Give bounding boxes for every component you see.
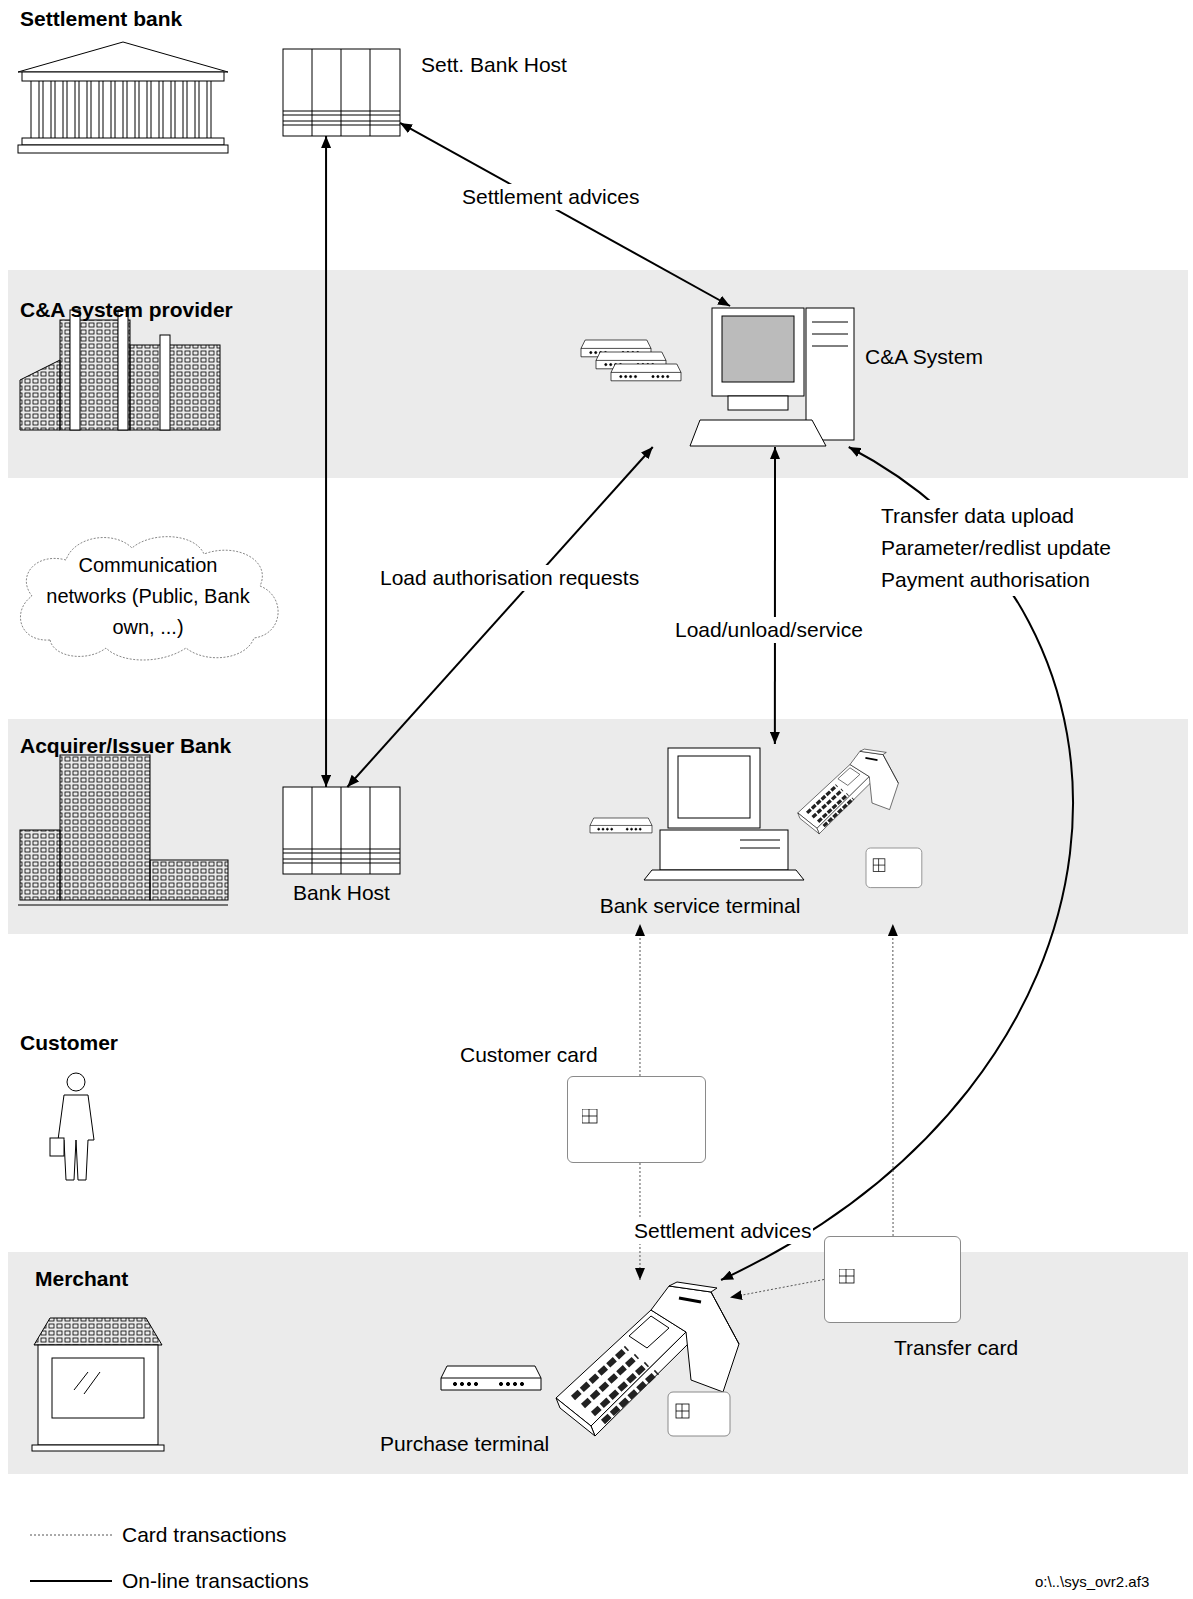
- legend-sample: [30, 1580, 112, 1582]
- legend-text: On-line transactions: [122, 1568, 309, 1594]
- band: MerchantPurchase terminal Transfer card: [8, 1252, 1188, 1474]
- group-heading: Acquirer/Issuer Bank: [20, 733, 231, 759]
- band: [8, 719, 1188, 934]
- host-computer: [283, 787, 400, 874]
- group-heading: C&A system provider: [20, 297, 233, 323]
- edge-label: Load authorisation requests: [378, 565, 641, 591]
- shop: [32, 1318, 164, 1451]
- band: Acquirer/Issuer BankBank HostBank servic…: [8, 719, 1188, 934]
- node-label: Bank service terminal: [531, 893, 869, 919]
- region: Settlement bankSett. Bank Host: [0, 0, 1193, 255]
- office-building: [20, 310, 220, 430]
- node-label: Transfer card: [894, 1335, 1018, 1361]
- node-label: Bank Host: [243, 880, 440, 906]
- online-transaction-arrow: [325, 136, 327, 787]
- edge-label: Transfer data upload Parameter/redlist u…: [879, 500, 1145, 596]
- office-building: [18, 755, 228, 905]
- legend-sample: [30, 1535, 112, 1536]
- card-transaction-arrow: [730, 1280, 824, 1298]
- group-heading: Merchant: [35, 1266, 128, 1292]
- person: [50, 1073, 94, 1180]
- card: Transfer card: [824, 1236, 961, 1323]
- band: [8, 270, 1188, 478]
- file-reference: o:\..\sys_ovr2.af3: [1035, 1572, 1149, 1592]
- node-label: C&A System: [865, 344, 983, 370]
- cloud: Communication networks (Public, Bank own…: [10, 530, 286, 663]
- node-label: Sett. Bank Host: [421, 52, 567, 78]
- band: [8, 1252, 1188, 1474]
- node-label: Customer card: [460, 1042, 598, 1068]
- purchase-terminal-icon: [441, 1282, 739, 1436]
- chip-symbol: [839, 1269, 855, 1284]
- node-label: Communication networks (Public, Bank own…: [41, 550, 256, 643]
- node-label: Purchase terminal: [380, 1431, 549, 1457]
- group-heading: Settlement bank: [20, 6, 182, 32]
- host-box: Bank Host: [283, 787, 400, 875]
- card: Customer card: [567, 1076, 706, 1163]
- chip-symbol: [582, 1109, 598, 1124]
- edge-label: Settlement advices: [460, 184, 641, 210]
- edge-label: Load/unload/service: [673, 617, 865, 643]
- online-transaction-arrow: [347, 447, 652, 787]
- workstation: [590, 748, 922, 888]
- online-transaction-arrow: [400, 123, 730, 306]
- terminal-box: Bank service terminal: [590, 744, 928, 924]
- card-transaction-arrow: [892, 924, 893, 1236]
- region: CustomerCustomer card: [0, 1000, 1193, 1236]
- bank-building: [18, 42, 228, 153]
- card-transaction-arrow: [639, 924, 640, 1076]
- terminal-box: Purchase terminal: [551, 1280, 730, 1438]
- online-transaction-arrow: [774, 447, 776, 744]
- legend-text: Card transactions: [122, 1522, 287, 1548]
- host-box: Sett. Bank Host: [283, 49, 400, 136]
- band: C&A system providerC&A System: [8, 270, 1188, 478]
- system-box: C&A System: [581, 306, 857, 447]
- edge-label: Settlement advices: [632, 1218, 813, 1244]
- host-computer: [283, 49, 400, 136]
- group-heading: Customer: [20, 1030, 118, 1056]
- workstation: [581, 308, 854, 446]
